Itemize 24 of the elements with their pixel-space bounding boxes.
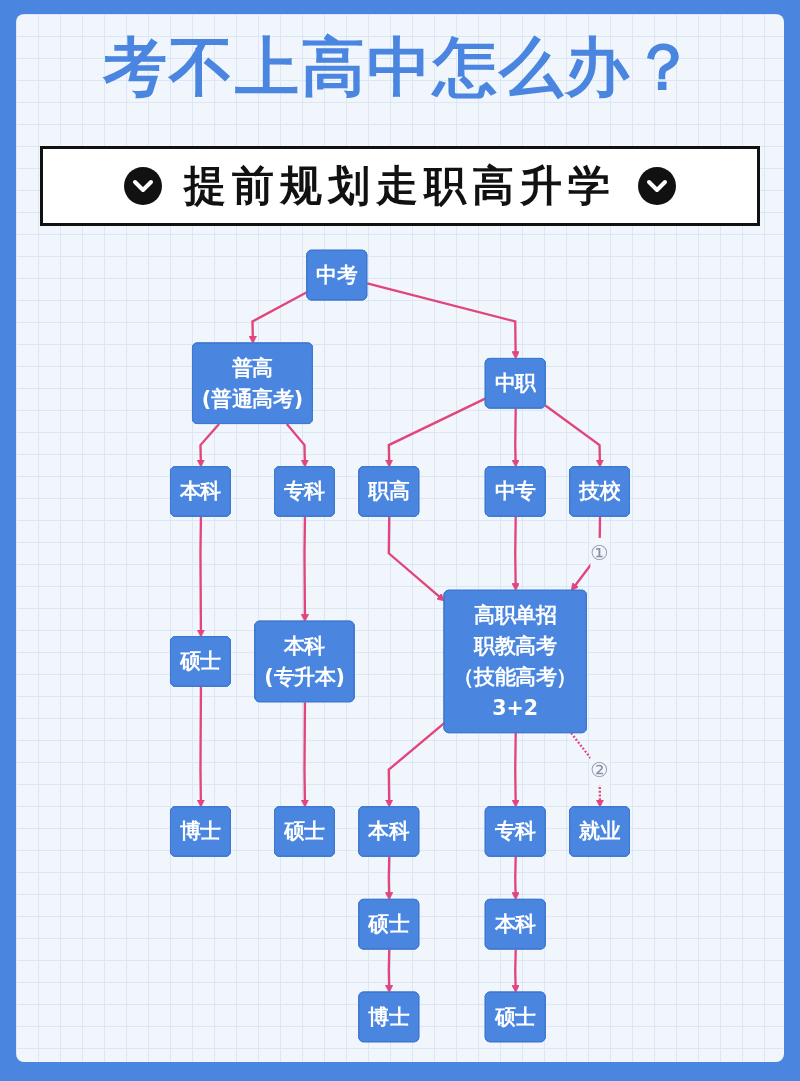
edge-label: ②	[590, 757, 609, 782]
arrow	[511, 733, 520, 808]
arrow	[196, 423, 220, 468]
arrow	[300, 702, 309, 808]
arrow	[511, 516, 520, 592]
arrow	[384, 949, 394, 993]
arrow	[196, 686, 205, 808]
arrow	[387, 516, 445, 602]
subtitle: 提前规划走职高升学	[184, 160, 616, 212]
arrow	[384, 397, 487, 468]
arrow	[511, 949, 520, 993]
arrow	[511, 856, 520, 901]
arrow	[196, 516, 205, 638]
arrow	[366, 282, 520, 360]
arrow	[385, 721, 446, 808]
arrow	[384, 856, 394, 901]
arrow	[248, 291, 308, 344]
grid-panel: 考不上高中怎么办？ 提前规划走职高升学 ① ② 中考 普高 (普通高考) 中职 本科 专科 硕士 本科 (专升本) 博士 硕士 职高 中专 技校 高职单招 职教高考 （技能高考） 3+2 本科 硕士 博士 专科 本科 硕士 就业	[16, 14, 784, 1062]
title: 考不上高中怎么办？	[103, 32, 697, 103]
edge-label: ①	[590, 541, 609, 565]
arrow	[511, 408, 520, 468]
arrow	[544, 404, 604, 468]
arrow	[300, 516, 309, 622]
arrow	[285, 423, 309, 468]
